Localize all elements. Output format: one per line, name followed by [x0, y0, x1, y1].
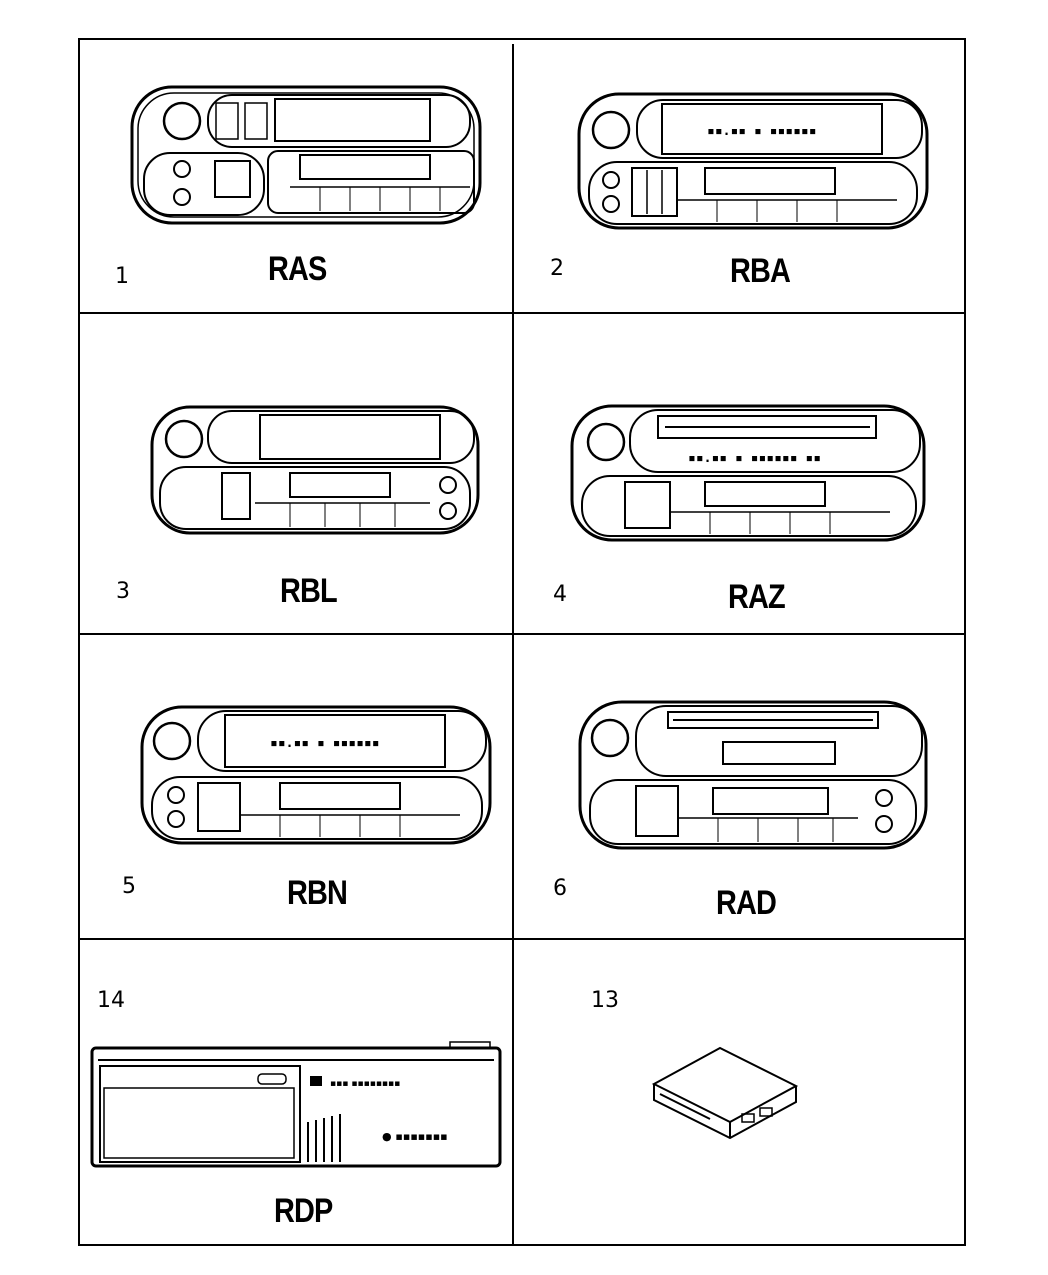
- radio-code-label: RAZ: [728, 578, 786, 616]
- radio-ras-illustration: [130, 85, 482, 225]
- cd-changer-illustration: ▪▪▪ ▪▪▪▪▪▪▪▪ ● ▪▪▪▪▪▪▪: [90, 1041, 502, 1168]
- grid-divider-row-1: [78, 312, 966, 314]
- radio-code-label: RBL: [280, 572, 338, 610]
- svg-text:● ▪▪▪▪▪▪▪: ● ▪▪▪▪▪▪▪: [382, 1130, 448, 1143]
- callout-number: 3: [116, 579, 130, 604]
- grid-divider-row-2: [78, 633, 966, 635]
- radio-code-label: RAD: [716, 884, 777, 922]
- module-box-illustration: [651, 1046, 799, 1140]
- radio-code-label: RDP: [274, 1192, 333, 1230]
- callout-number: 1: [115, 264, 129, 289]
- svg-text:▪▪.▪▪ ▪ ▪▪▪▪▪▪: ▪▪.▪▪ ▪ ▪▪▪▪▪▪: [707, 124, 817, 139]
- radio-code-label: RBA: [730, 252, 791, 290]
- radio-rbl-illustration: [150, 405, 480, 535]
- radio-rad-illustration: [578, 700, 928, 850]
- svg-text:▪▪.▪▪ ▪ ▪▪▪▪▪▪: ▪▪.▪▪ ▪ ▪▪▪▪▪▪: [270, 736, 380, 751]
- grid-divider-vertical: [512, 44, 514, 1246]
- callout-number: 6: [553, 876, 567, 901]
- callout-number: 5: [122, 874, 136, 899]
- svg-text:▪▪.▪▪ ▪ ▪▪▪▪▪▪ ▪▪: ▪▪.▪▪ ▪ ▪▪▪▪▪▪ ▪▪: [688, 451, 821, 466]
- radio-raz-illustration: ▪▪.▪▪ ▪ ▪▪▪▪▪▪ ▪▪: [570, 404, 926, 542]
- radio-code-label: RAS: [268, 250, 327, 288]
- grid-divider-row-3: [78, 938, 966, 940]
- callout-number: 4: [553, 582, 567, 607]
- callout-number: 13: [591, 988, 619, 1013]
- callout-number: 2: [550, 256, 564, 281]
- callout-number: 14: [97, 988, 125, 1013]
- radio-rba-illustration: ▪▪.▪▪ ▪ ▪▪▪▪▪▪: [577, 92, 929, 230]
- radio-code-label: RBN: [287, 874, 348, 912]
- diagram-frame: [78, 38, 966, 1246]
- svg-text:▪▪▪ ▪▪▪▪▪▪▪▪: ▪▪▪ ▪▪▪▪▪▪▪▪: [330, 1079, 400, 1089]
- radio-rbn-illustration: ▪▪.▪▪ ▪ ▪▪▪▪▪▪: [140, 705, 492, 845]
